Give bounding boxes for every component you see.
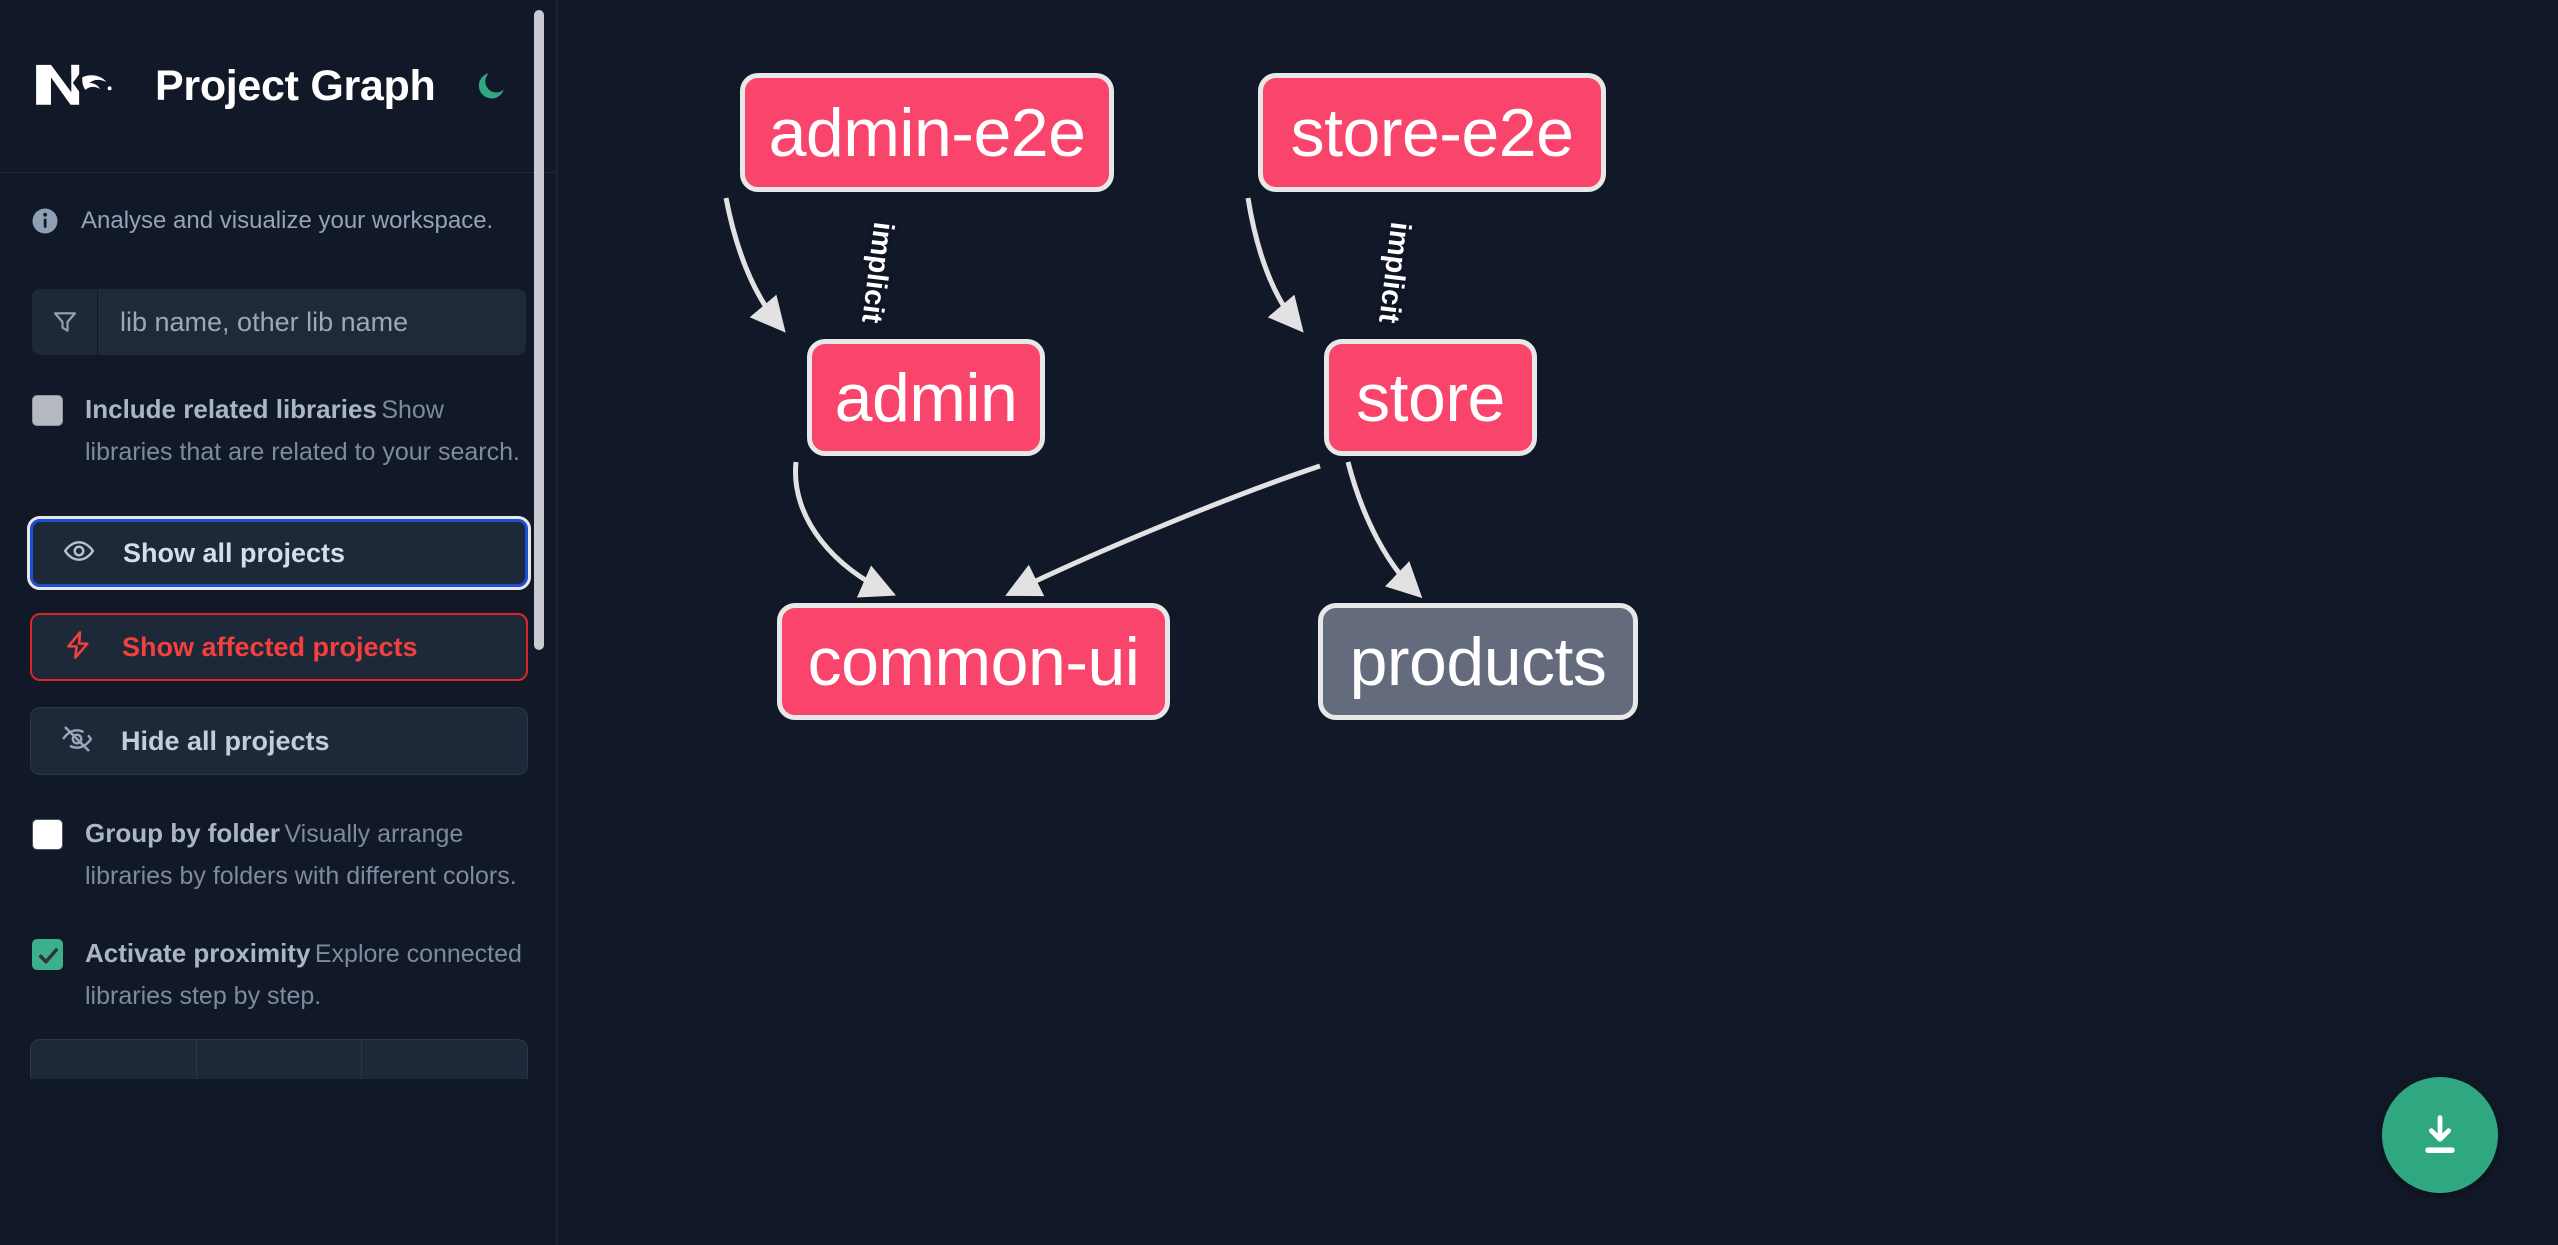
edge-admin-e2e-admin — [723, 197, 786, 333]
moon-icon[interactable] — [469, 64, 513, 108]
proximity-stepper-decrement[interactable] — [31, 1040, 197, 1079]
nx-logo-icon — [33, 58, 119, 114]
group-by-folder-label: Group by folder — [85, 818, 280, 848]
activate-proximity-label: Activate proximity — [85, 938, 311, 968]
search-field[interactable] — [32, 289, 526, 355]
graph-node-common-ui[interactable]: common-ui — [777, 603, 1170, 720]
include-related-libraries-desc: Show libraries that are related to your … — [85, 396, 520, 466]
proximity-stepper-value — [197, 1040, 363, 1079]
page-title: Project Graph — [155, 61, 436, 110]
sidebar-scrollbar[interactable] — [534, 10, 544, 650]
edge-store-common-ui — [1005, 463, 1321, 597]
sidebar: Project Graph Analyse and visualize your… — [0, 0, 558, 1245]
group-by-folder-desc: Visually arrange libraries by folders wi… — [85, 820, 517, 890]
option-include-related-libraries[interactable]: Include related libraries Show libraries… — [0, 389, 558, 473]
filter-icon — [32, 289, 98, 355]
graph-node-products[interactable]: products — [1318, 603, 1638, 720]
edge-admin-common-ui — [793, 461, 897, 598]
graph-node-label: store-e2e — [1290, 94, 1574, 171]
bolt-icon — [62, 629, 94, 666]
sidebar-header: Project Graph — [0, 0, 558, 173]
hide-all-projects-button[interactable]: Hide all projects — [30, 707, 528, 775]
hide-all-projects-label: Hide all projects — [121, 725, 330, 756]
info-icon — [30, 206, 60, 236]
proximity-stepper[interactable] — [30, 1039, 528, 1079]
graph-node-admin-e2e[interactable]: admin-e2e — [740, 73, 1114, 192]
graph-canvas[interactable]: admin-e2e store-e2e admin store common-u… — [558, 0, 2558, 1245]
group-by-folder-checkbox[interactable] — [32, 819, 63, 850]
visibility-button-group: Show all projects Show affected projects — [27, 516, 531, 775]
graph-node-label: common-ui — [807, 623, 1140, 700]
edge-store-products — [1345, 461, 1423, 599]
show-all-projects-label: Show all projects — [123, 537, 346, 568]
sidebar-divider — [556, 0, 558, 1245]
include-related-libraries-label: Include related libraries — [85, 394, 377, 424]
proximity-stepper-increment[interactable] — [362, 1040, 527, 1079]
option-group-by-folder[interactable]: Group by folder Visually arrange librari… — [0, 813, 558, 897]
eye-icon — [63, 535, 95, 572]
show-affected-projects-button[interactable]: Show affected projects — [30, 613, 528, 681]
workspace-note-text: Analyse and visualize your workspace. — [81, 207, 494, 234]
search-input[interactable] — [98, 289, 526, 355]
graph-edges — [723, 197, 1423, 599]
show-all-projects-button[interactable]: Show all projects — [27, 516, 531, 590]
include-related-libraries-checkbox[interactable] — [32, 395, 63, 426]
activate-proximity-checkbox[interactable] — [32, 939, 63, 970]
activate-proximity-desc: Explore connected libraries step by step… — [85, 940, 522, 1010]
option-activate-proximity[interactable]: Activate proximity Explore connected lib… — [0, 933, 558, 1017]
graph-node-store-e2e[interactable]: store-e2e — [1258, 73, 1606, 192]
graph-node-admin[interactable]: admin — [807, 339, 1045, 456]
workspace-note: Analyse and visualize your workspace. — [0, 173, 558, 269]
eye-off-icon — [61, 723, 93, 760]
download-icon — [2425, 1115, 2455, 1153]
graph-node-label: products — [1349, 623, 1607, 700]
graph-node-label: admin — [834, 359, 1018, 436]
graph-node-store[interactable]: store — [1324, 339, 1537, 456]
edge-store-e2e-store — [1245, 197, 1304, 333]
graph-node-label: store — [1356, 359, 1505, 436]
show-affected-projects-label: Show affected projects — [122, 631, 418, 662]
download-graph-button[interactable] — [2382, 1077, 2498, 1193]
graph-node-label: admin-e2e — [768, 94, 1086, 171]
